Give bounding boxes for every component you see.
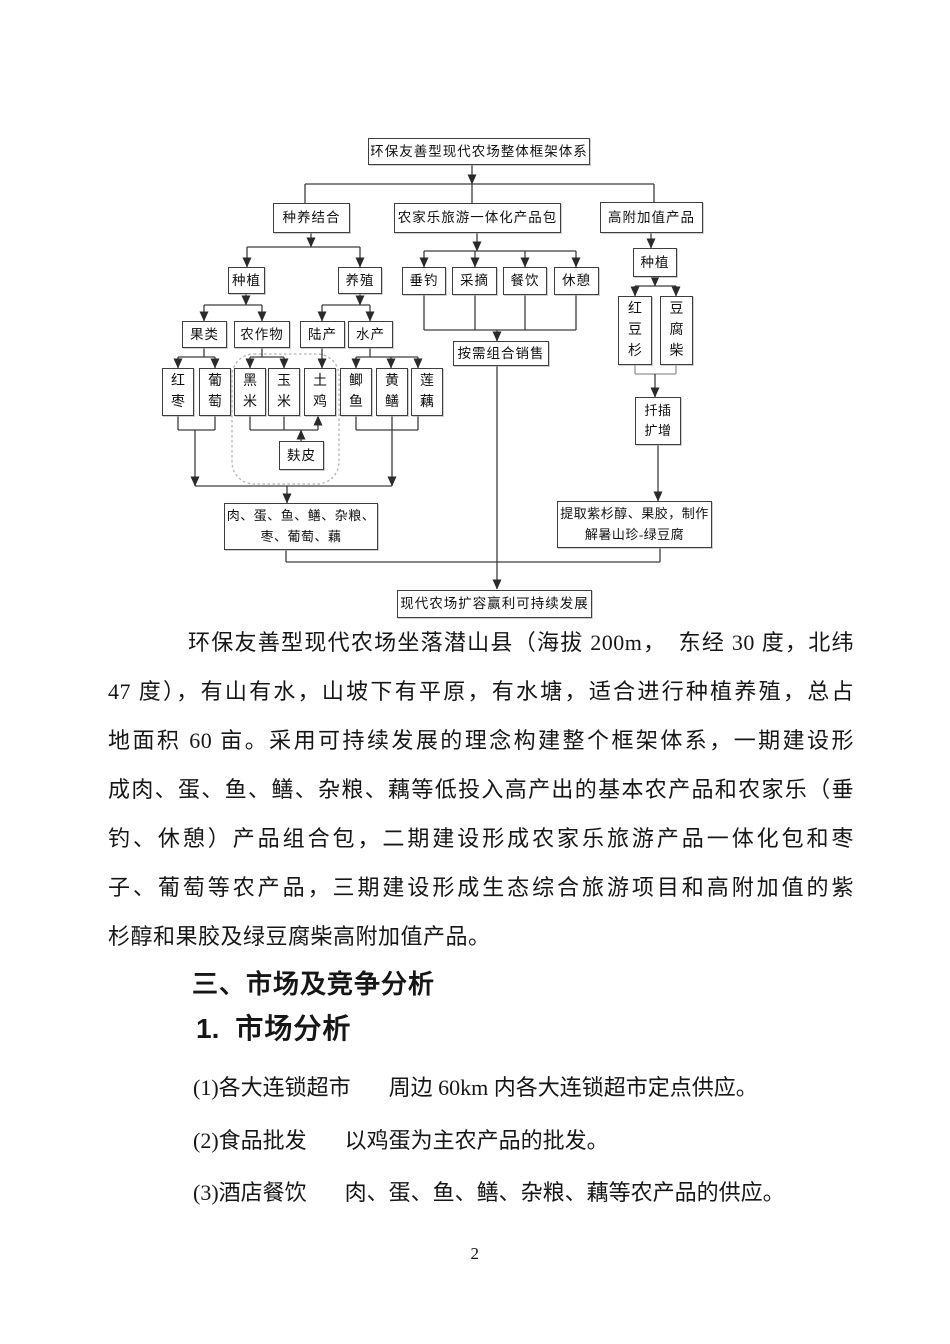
- node-breeding: 养殖: [338, 267, 382, 294]
- node-basic-products: 肉、蛋、鱼、鳝、杂粮、 枣、葡萄、藕: [224, 503, 378, 550]
- node-high-value-products: 高附加值产品: [600, 202, 703, 233]
- item-description: 以鸡蛋为主农产品的批发。: [344, 1127, 609, 1153]
- node-fruits: 果类: [182, 321, 227, 348]
- node-planting-2: 种植: [633, 248, 677, 277]
- node-planting-breeding: 种养结合: [273, 203, 350, 233]
- node-fishing: 垂钓: [402, 267, 446, 295]
- paragraph-line: 子、葡萄等农产品，三期建设形成生态综合旅游项目和高附加值的紫: [108, 875, 854, 900]
- node-native-chicken: 土鸡: [304, 368, 336, 416]
- node-agritainment-package: 农家乐旅游一体化产品包: [394, 203, 561, 233]
- item-name: 酒店餐饮: [218, 1180, 307, 1205]
- market-analysis-list: (1)各大连锁超市 周边 60km 内各大连锁超市定点供应。 (2)食品批发 以鸡蛋…: [193, 1062, 873, 1220]
- node-bran: 麸皮: [279, 441, 324, 470]
- node-black-rice: 黑米: [234, 368, 266, 416]
- flowchart-connectors: [173, 165, 681, 590]
- node-yellow-eel: 黄鳝: [376, 368, 408, 416]
- intro-paragraph: 环保友善型现代农场坐落潜山县（海拔 200m， 东经 30 度，北纬 47 度）…: [108, 618, 854, 961]
- item-number: (2): [193, 1127, 219, 1153]
- node-red-date: 红枣: [162, 368, 194, 416]
- page-number: 2: [470, 1244, 480, 1263]
- item-description: 肉、蛋、鱼、鳝、杂粮、藕等农产品的供应。: [344, 1180, 785, 1205]
- node-crops: 农作物: [234, 321, 290, 348]
- list-item: (1)各大连锁超市 周边 60km 内各大连锁超市定点供应。: [193, 1062, 873, 1115]
- node-resting: 休憩: [554, 267, 599, 295]
- flowchart: 环保友善型现代农场整体框架体系 种养结合 农家乐旅游一体化产品包 高附加值产品 …: [0, 0, 950, 650]
- item-name: 各大连锁超市: [218, 1075, 351, 1100]
- item-name: 食品批发: [218, 1127, 307, 1153]
- node-grape: 葡萄: [199, 368, 231, 416]
- subsection-heading-market-analysis: 1. 市场分析: [196, 1011, 351, 1047]
- paragraph-line: 杉醇和果胶及绿豆腐柴高附加值产品。: [108, 924, 491, 949]
- node-picking: 采摘: [452, 267, 497, 295]
- section-heading-market-competition: 三、市场及竞争分析: [192, 969, 436, 999]
- feed-loop-dashed-outline: [231, 353, 340, 485]
- node-aquatic: 水产: [348, 321, 393, 348]
- node-planting-1: 种植: [228, 267, 265, 294]
- node-corn: 玉米: [268, 368, 300, 416]
- node-extraction: 提取紫杉醇、果胶，制作 解暑山珍-绿豆腐: [557, 501, 712, 548]
- node-cutting-propagation: 扦插 扩增: [635, 397, 681, 445]
- paragraph-line: 47 度），有山有水，山坡下有平原，有水塘，适合进行种植养殖，总占: [108, 679, 854, 704]
- node-combo-sales: 按需组合销售: [453, 341, 549, 366]
- node-dining: 餐饮: [503, 267, 547, 295]
- item-number: (3): [193, 1180, 219, 1205]
- list-item: (2)食品批发 以鸡蛋为主农产品的批发。: [193, 1115, 873, 1168]
- node-sustainable-goal: 现代农场扩容赢利可持续发展: [397, 590, 592, 618]
- item-description: 周边 60km 内各大连锁超市定点供应。: [388, 1075, 758, 1100]
- node-root: 环保友善型现代农场整体框架体系: [368, 138, 590, 165]
- subsection-number: 1.: [196, 1013, 220, 1044]
- paragraph-line: 钓、休憩）产品组合包，二期建设形成农家乐旅游产品一体化包和枣: [108, 826, 854, 851]
- paragraph-line: 成肉、蛋、鱼、鳝、杂粮、藕等低投入高产出的基本农产品和农家乐（垂: [108, 777, 854, 802]
- subsection-title: 市场分析: [235, 1013, 352, 1044]
- paragraph-line: 地面积 60 亩。采用可持续发展的理念构建整个框架体系，一期建设形: [108, 728, 854, 753]
- node-land-produce: 陆产: [300, 321, 345, 348]
- node-crucian-carp: 鲫鱼: [340, 368, 372, 416]
- node-lotus-root: 莲藕: [411, 368, 443, 416]
- node-doufuchai: 豆腐柴: [660, 296, 693, 365]
- list-item: (3)酒店餐饮 肉、蛋、鱼、鳝、杂粮、藕等农产品的供应。: [193, 1167, 873, 1220]
- node-red-yew: 红豆杉: [618, 296, 652, 365]
- item-number: (1): [193, 1075, 219, 1100]
- paragraph-line: 环保友善型现代农场坐落潜山县（海拔 200m， 东经 30 度，北纬: [188, 630, 854, 655]
